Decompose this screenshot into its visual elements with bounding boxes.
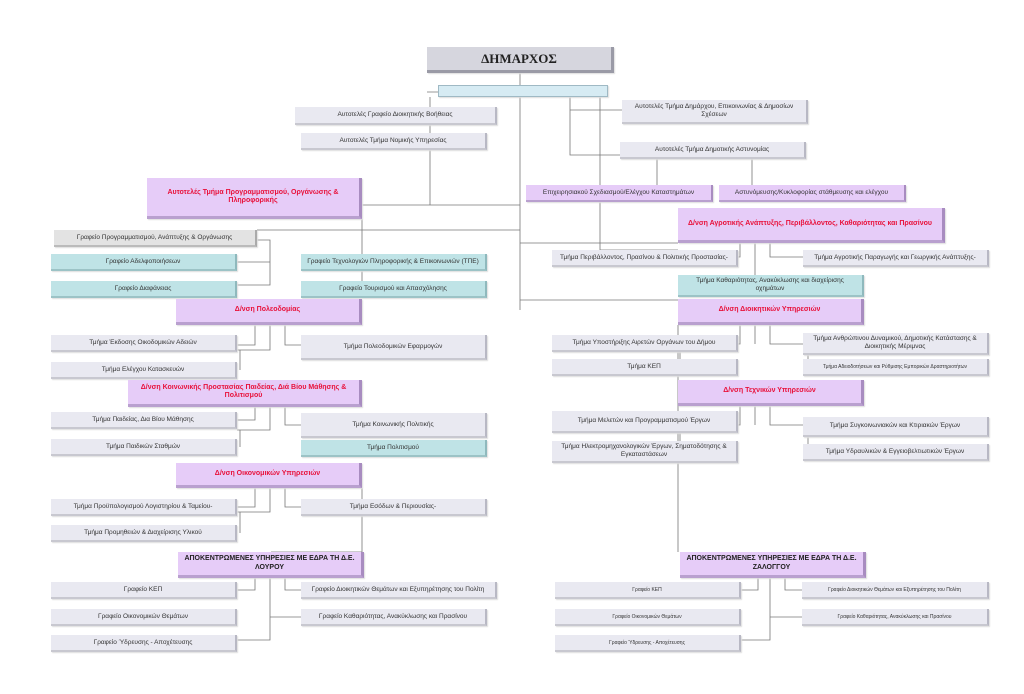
box-prog-office: Γραφείο Προγραμματισμού, Ανάπτυξης & Οργ… (54, 230, 257, 247)
box-finance-directorate: Δ/νση Οικονομικών Υπηρεσιών (176, 463, 362, 488)
box-police-traffic: Αστυνόμευσης/Κυκλοφορίας στάθμευσης και … (719, 185, 906, 202)
box-legal: Αυτοτελές Τμήμα Νομικής Υπηρεσίας (301, 133, 487, 150)
box-zalongo-admin: Γραφείο Διοικητικών Θεμάτων και Εξυπηρέτ… (802, 582, 989, 599)
box-louros-water: Γραφείο Ύδρευσης - Αποχέτευσης (51, 635, 237, 652)
box-louros: ΑΠΟΚΕΝΤΡΩΜΕΝΕΣ ΥΠΗΡΕΣΙΕΣ ΜΕ ΕΔΡΑ ΤΗ Δ.Ε.… (178, 552, 364, 578)
box-mayor-comm: Αυτοτελές Τμήμα Δημάρχου, Επικοινωνίας &… (622, 100, 808, 124)
box-revenue: Τμήμα Εσόδων & Περιουσίας- (301, 499, 487, 516)
box-budget: Τμήμα Προϋπολογισμού Λογιστηρίου & Ταμεί… (51, 499, 237, 516)
box-louros-admin: Γραφείο Διοικητικών Θεμάτων και Εξυπηρέτ… (301, 582, 497, 599)
box-louros-cleaning: Γραφείο Καθαριότητας, Ανακύκλωσης και Πρ… (301, 609, 487, 626)
blank-box (438, 85, 608, 97)
box-louros-finance: Γραφείο Οικονομικών Θεμάτων (51, 609, 237, 626)
box-electro: Τμήμα Ηλεκτρομηχανολογικών Έργων, Σηματο… (552, 441, 738, 463)
box-tourism: Γραφείο Τουρισμού και Απασχόλησης (301, 281, 487, 298)
box-police-ops: Επιχειρησιακού Σχεδιασμού/Ελέγχου Καταστ… (526, 185, 713, 202)
box-admin-assist: Αυτοτελές Γραφείο Διοικητικής Βοήθειας (295, 107, 497, 125)
box-transparency: Γραφείο Διαφάνειας (51, 281, 237, 298)
box-cleaning: Τμήμα Καθαριότητας, Ανακύκλωσης και διαχ… (678, 275, 864, 297)
box-zalongo-finance: Γραφείο Οικονομικών Θεμάτων (555, 609, 741, 626)
box-urban-directorate: Δ/νση Πολεοδομίας (176, 299, 362, 325)
box-admin-directorate: Δ/νση Διοικητικών Υπηρεσιών (678, 299, 864, 325)
box-construction-control: Τμήμα Ελέγχου Κατασκευών (51, 362, 237, 379)
box-agri-prod: Τμήμα Αγροτικής Παραγωγής και Γεωργικής … (803, 250, 989, 267)
box-culture: Τμήμα Πολιτισμού (301, 440, 487, 457)
box-education: Τμήμα Παιδείας, Δια Βίου Μάθησης (51, 412, 237, 429)
box-support: Τμήμα Υποστήριξης Αιρετών Οργάνων του Δή… (552, 335, 738, 352)
box-planning: Αυτοτελές Τμήμα Προγραμματισμού, Οργάνωσ… (147, 178, 362, 219)
box-permits: Τμήμα Έκδοσης Οικοδομικών Αδειών (51, 335, 237, 352)
box-env: Τμήμα Περιβάλλοντος, Πρασίνου & Πολιτική… (552, 250, 738, 267)
box-zalongo-cleaning: Γραφείο Καθαριότητας, Ανακύκλωσης και Πρ… (802, 609, 989, 626)
box-transport: Τμήμα Συγκοινωνιακών και Κτιριακών Έργων (803, 417, 989, 437)
box-louros-kep: Γραφείο ΚΕΠ (51, 582, 237, 599)
box-urban-apps: Τμήμα Πολεοδομικών Εφαρμογών (301, 335, 487, 360)
box-social-policy: Τμήμα Κοινωνικής Πολιτικής (301, 413, 487, 438)
mayor-box: ΔΗΜΑΡΧΟΣ (427, 47, 614, 73)
box-licensing: Τμήμα Αδειοδοτήσεων και Ρύθμισης Εμπορικ… (803, 359, 989, 376)
box-nurseries: Τμήμα Παιδικών Σταθμών (51, 439, 237, 456)
box-tech-directorate: Δ/νση Τεχνικών Υπηρεσιών (678, 380, 864, 406)
box-hydraulic: Τμήμα Υδραυλικών & Εγγειοβελτιωτικών Έργ… (803, 444, 989, 461)
box-kep: Τμήμα ΚΕΠ (552, 359, 738, 376)
box-zalongo-water: Γραφείο Ύδρευσης - Αποχέτευσης (555, 635, 741, 652)
box-studies: Τμήμα Μελετών και Προγραμματισμού Έργων (552, 411, 738, 433)
box-zalongo: ΑΠΟΚΕΝΤΡΩΜΕΝΕΣ ΥΠΗΡΕΣΙΕΣ ΜΕ ΕΔΡΑ ΤΗ Δ.Ε.… (680, 552, 866, 578)
box-twinning: Γραφείο Αδελφοποιήσεων (51, 254, 237, 271)
box-police: Αυτοτελές Τμήμα Δημοτικής Αστυνομίας (620, 142, 806, 159)
box-agri-directorate: Δ/νση Αγροτικής Ανάπτυξης, Περιβάλλοντος… (678, 208, 945, 243)
box-ict: Γραφείο Τεχνολογιών Πληροφορικής & Επικο… (301, 254, 487, 271)
box-procurement: Τμήμα Προμηθειών & Διαχείρισης Υλικού (51, 525, 237, 542)
box-social-directorate: Δ/νση Κοινωνικής Προστασίας Παιδείας, Δι… (128, 380, 362, 407)
box-hr: Τμήμα Ανθρώπινου Δυναμικού, Δημοτικής Κα… (803, 333, 989, 355)
box-zalongo-kep: Γραφείο ΚΕΠ (555, 582, 741, 599)
